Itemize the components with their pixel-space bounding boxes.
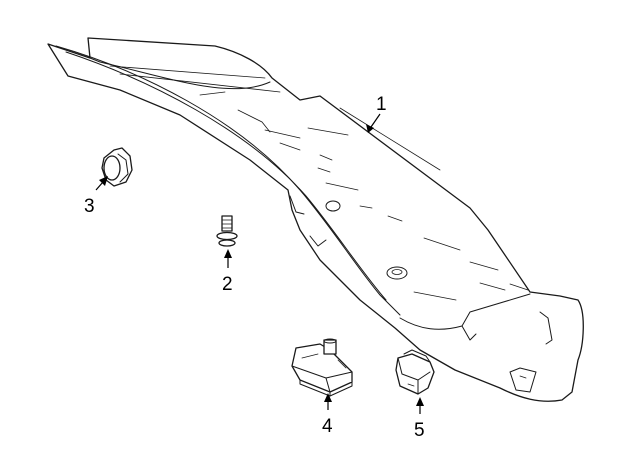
callout-3: 3	[84, 196, 95, 217]
bolt-part	[216, 215, 238, 247]
leader-4	[324, 393, 332, 410]
callout-2: 2	[222, 274, 233, 295]
spoiler-panel	[47, 37, 584, 402]
callout-4: 4	[322, 416, 333, 437]
grommet-part	[101, 147, 133, 187]
callout-1: 1	[376, 94, 387, 115]
callout-5: 5	[414, 420, 425, 441]
socket-part	[395, 349, 435, 395]
lamp-housing-part	[291, 338, 353, 397]
leader-1	[366, 113, 381, 133]
leader-5	[416, 397, 424, 414]
leader-2	[224, 249, 232, 268]
leader-3	[95, 176, 108, 191]
